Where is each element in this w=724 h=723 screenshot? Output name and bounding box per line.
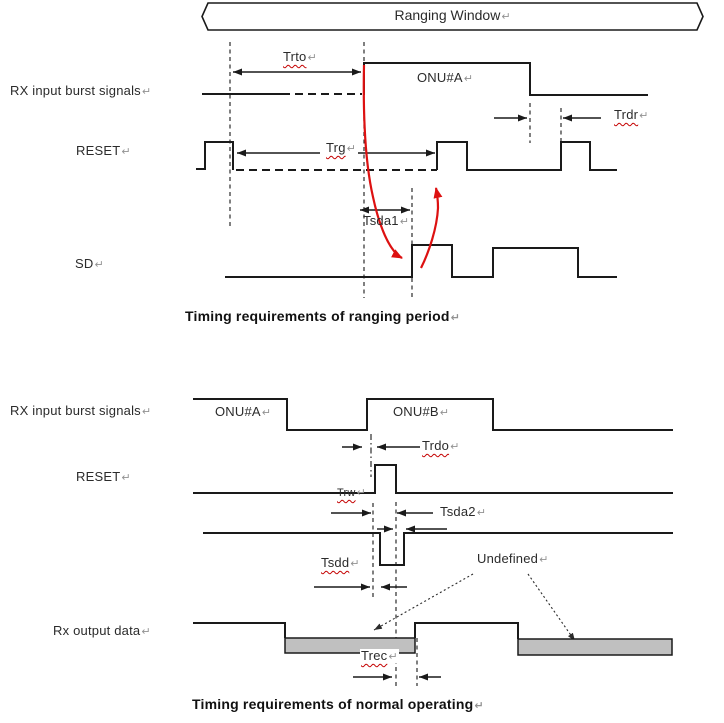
rx-input-signal-label-bottom: RX input burst signals↵ bbox=[10, 403, 152, 418]
rx-waveform-bottom bbox=[193, 398, 673, 431]
rx-output-waveform bbox=[193, 622, 673, 656]
return-mark-icon: ↵ bbox=[121, 472, 131, 484]
return-mark-icon: ↵ bbox=[94, 259, 104, 271]
trec-label: Trec↵ bbox=[360, 648, 399, 664]
trdo-label: Trdo↵ bbox=[422, 438, 460, 453]
return-mark-icon: ↵ bbox=[388, 651, 398, 663]
reset-waveform-top bbox=[196, 141, 617, 171]
return-mark-icon: ↵ bbox=[439, 407, 450, 419]
return-mark-icon: ↵ bbox=[501, 11, 511, 23]
onu-a-label-bottom: ONU#A↵ bbox=[215, 404, 272, 419]
sd-waveform-bottom bbox=[203, 532, 673, 566]
tsda1-label: Tsda1↵ bbox=[363, 213, 410, 228]
tsda2-label: Tsda2↵ bbox=[440, 504, 487, 519]
sd-waveform bbox=[225, 244, 617, 278]
return-mark-icon: ↵ bbox=[399, 216, 410, 228]
trdr-label: Trdr↵ bbox=[614, 107, 649, 122]
undefined-label: Undefined↵ bbox=[477, 551, 549, 566]
reset-signal-label-bottom: RESET↵ bbox=[76, 469, 131, 484]
tsdd-label: Tsdd↵ bbox=[321, 555, 360, 570]
return-mark-icon: ↵ bbox=[639, 110, 649, 122]
red-causality-arrows bbox=[362, 64, 443, 269]
return-mark-icon: ↵ bbox=[450, 441, 460, 453]
return-mark-icon: ↵ bbox=[261, 407, 272, 419]
sd-signal-label: SD↵ bbox=[75, 256, 104, 271]
return-mark-icon: ↵ bbox=[350, 558, 360, 570]
return-mark-icon: ↵ bbox=[346, 143, 357, 155]
return-mark-icon: ↵ bbox=[356, 487, 366, 499]
trg-label: Trg↵ bbox=[324, 140, 359, 156]
return-mark-icon: ↵ bbox=[463, 73, 474, 85]
ranging-window-title: Ranging Window↵ bbox=[394, 7, 511, 23]
ranging-window-banner-shape bbox=[201, 2, 704, 31]
rx-input-signal-label-top: RX input burst signals↵ bbox=[10, 83, 152, 98]
return-mark-icon: ↵ bbox=[450, 312, 461, 324]
return-mark-icon: ↵ bbox=[121, 146, 131, 158]
return-mark-icon: ↵ bbox=[474, 700, 484, 712]
reset-signal-label-top: RESET↵ bbox=[76, 143, 131, 158]
trto-label: Trto↵ bbox=[283, 49, 317, 64]
return-mark-icon: ↵ bbox=[141, 86, 152, 98]
undefined-region-2 bbox=[517, 638, 673, 656]
return-mark-icon: ↵ bbox=[539, 554, 549, 566]
return-mark-icon: ↵ bbox=[141, 626, 151, 638]
undefined-pointer-arrows bbox=[373, 573, 576, 642]
return-mark-icon: ↵ bbox=[476, 507, 487, 519]
onu-a-label-top: ONU#A↵ bbox=[417, 70, 474, 85]
trw-label: Trw↵ bbox=[337, 487, 366, 499]
onu-b-label: ONU#B↵ bbox=[393, 404, 450, 419]
rx-output-data-label: Rx output data↵ bbox=[53, 623, 151, 638]
normal-operating-caption: Timing requirements of normal operating↵ bbox=[192, 696, 484, 712]
return-mark-icon: ↵ bbox=[141, 406, 152, 418]
return-mark-icon: ↵ bbox=[307, 52, 317, 64]
ranging-period-caption: Timing requirements of ranging period↵ bbox=[185, 308, 461, 324]
guide-lines-top bbox=[229, 42, 562, 298]
reset-waveform-bottom bbox=[193, 464, 673, 494]
